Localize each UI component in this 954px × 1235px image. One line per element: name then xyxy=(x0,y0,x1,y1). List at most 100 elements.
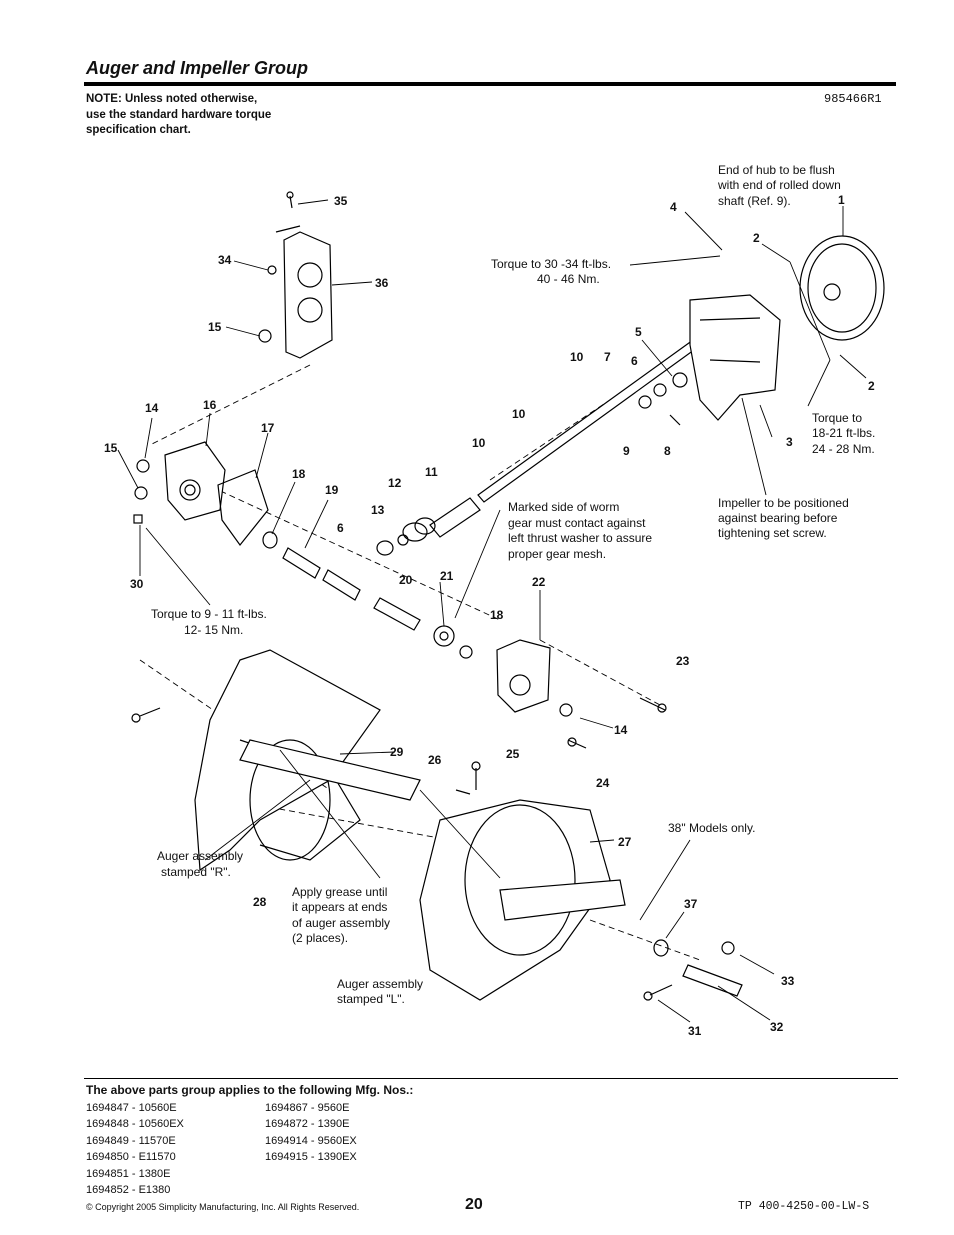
bushing-6-left xyxy=(376,540,394,556)
callout-10-c: 10 xyxy=(472,436,486,450)
callout-10-b: 10 xyxy=(512,407,526,421)
annotation-line: left thrust washer to assure xyxy=(508,531,652,545)
mfg-item: 1694867 - 9560E xyxy=(265,1102,350,1114)
callout-17: 17 xyxy=(261,421,275,435)
annotation-line: Torque to 30 -34 ft-lbs. xyxy=(491,257,611,271)
mfg-item: 1694851 - 1380E xyxy=(86,1167,171,1180)
page-number: 20 xyxy=(465,1196,483,1213)
mfg-list-right: 1694867 - 9560E 1694872 - 1390E 1694914 … xyxy=(265,1100,357,1166)
callout-6-right: 6 xyxy=(631,354,638,368)
mfg-item: 1694852 - E1380 xyxy=(86,1184,171,1197)
mfg-item: 1694847 - 10560E xyxy=(86,1102,177,1114)
annotation-line: Auger assembly xyxy=(337,977,423,991)
annotation-line: 40 - 46 Nm. xyxy=(537,272,600,286)
bolt-left xyxy=(131,707,161,723)
mfg-list-left: 1694847 - 10560E 1694848 - 10560EX 16948… xyxy=(86,1100,184,1198)
callout-30: 30 xyxy=(130,577,144,591)
mfg-item: 1694848 - 10560EX xyxy=(86,1118,184,1131)
annotation-line: Apply grease until xyxy=(292,885,387,899)
annotation-line: Impeller to be positioned xyxy=(718,496,849,510)
annotation-line: 12- 15 Nm. xyxy=(184,623,243,637)
annotation-line: 18-21 ft-lbs. xyxy=(812,426,875,440)
gearbox-half-22 xyxy=(496,639,551,713)
gasket-17 xyxy=(217,469,269,546)
spacer-37 xyxy=(653,939,669,957)
note-line: specification chart. xyxy=(86,124,191,136)
applies-heading: The above parts group applies to the fol… xyxy=(86,1083,414,1097)
callout-14-right: 14 xyxy=(614,723,628,737)
callout-36: 36 xyxy=(375,276,389,290)
washer-18-left xyxy=(262,531,278,549)
callout-27: 27 xyxy=(618,835,632,849)
annotation-impeller-position: Impeller to be positioned against bearin… xyxy=(718,496,849,540)
nut-15-top xyxy=(258,329,272,343)
callout-35: 35 xyxy=(334,194,348,208)
title-rule xyxy=(84,82,896,86)
callout-18-right: 18 xyxy=(490,608,504,622)
callout-2-top: 2 xyxy=(753,231,760,245)
annotation-38-models: 38" Models only. xyxy=(668,821,755,835)
callout-10-a: 10 xyxy=(570,350,584,364)
auger-assembly-r xyxy=(194,649,421,872)
callout-9: 9 xyxy=(623,444,630,458)
washer-18-right xyxy=(459,645,473,659)
copyright: © Copyright 2005 Simplicity Manufacturin… xyxy=(86,1202,360,1212)
annotation-hub-flush: End of hub to be flush with end of rolle… xyxy=(717,163,841,208)
shaft-32 xyxy=(682,964,743,997)
callout-12: 12 xyxy=(388,476,402,490)
footer-rule xyxy=(84,1078,898,1079)
callout-26: 26 xyxy=(428,753,442,767)
leader-lines xyxy=(117,199,867,1023)
annotation-worm-gear: Marked side of worm gear must contact ag… xyxy=(508,500,652,561)
annotation-line: proper gear mesh. xyxy=(508,547,606,561)
mfg-item: 1694914 - 9560EX xyxy=(265,1134,357,1147)
nuts-15-14-30 xyxy=(133,459,150,524)
callout-13: 13 xyxy=(371,503,385,517)
impeller-3 xyxy=(689,294,781,421)
annotation-line: Auger assembly xyxy=(157,849,243,863)
annotation-line: gear must contact against xyxy=(508,516,646,530)
annotation-line: Torque to xyxy=(812,411,862,425)
callout-6-left: 6 xyxy=(337,521,344,535)
callout-21: 21 xyxy=(440,569,454,583)
screw-35 xyxy=(286,191,294,209)
callout-24: 24 xyxy=(596,776,610,790)
bolt-23 xyxy=(639,697,667,713)
callout-11: 11 xyxy=(425,465,438,479)
callout-25: 25 xyxy=(506,747,520,761)
mfg-item: 1694915 - 1390EX xyxy=(265,1151,357,1164)
callout-20: 20 xyxy=(399,573,413,587)
callout-22: 22 xyxy=(532,575,546,589)
callout-1: 1 xyxy=(838,193,845,207)
annotation-line: stamped "R". xyxy=(161,865,231,879)
annotation-line: of auger assembly xyxy=(292,916,390,930)
callout-7: 7 xyxy=(604,350,611,364)
washer-14-right xyxy=(559,703,573,717)
callout-4: 4 xyxy=(670,200,677,214)
worm-gear-12 xyxy=(402,517,436,542)
gearbox-half-16 xyxy=(164,441,226,521)
annotation-line: it appears at ends xyxy=(292,900,387,914)
annotation-line: (2 places). xyxy=(292,931,348,945)
mfg-item: 1694872 - 1390E xyxy=(265,1118,350,1131)
callout-31: 31 xyxy=(688,1024,702,1038)
annotation-line: stamped "L". xyxy=(337,992,405,1006)
annotation-line: End of hub to be flush xyxy=(718,163,835,177)
callout-37: 37 xyxy=(684,897,698,911)
annotation-auger-r: Auger assembly stamped "R". xyxy=(157,849,243,879)
callout-8: 8 xyxy=(664,444,671,458)
annotation-line: against bearing before xyxy=(718,511,838,525)
bolt-31 xyxy=(643,984,673,1001)
annotation-line: Torque to 9 - 11 ft-lbs. xyxy=(151,607,267,621)
callout-18-left: 18 xyxy=(292,467,306,481)
callout-14-left: 14 xyxy=(145,401,159,415)
annotation-line: shaft (Ref. 9). xyxy=(718,194,791,208)
annotation-line: 24 - 28 Nm. xyxy=(812,442,875,456)
callout-3: 3 xyxy=(786,435,793,449)
page-title: Auger and Impeller Group xyxy=(86,58,309,78)
tp-number: TP 400-4250-00-LW-S xyxy=(738,1200,870,1213)
bearing-13 xyxy=(397,534,409,546)
torque-note: NOTE: Unless noted otherwise, use the st… xyxy=(86,92,326,139)
callout-5: 5 xyxy=(635,325,642,339)
